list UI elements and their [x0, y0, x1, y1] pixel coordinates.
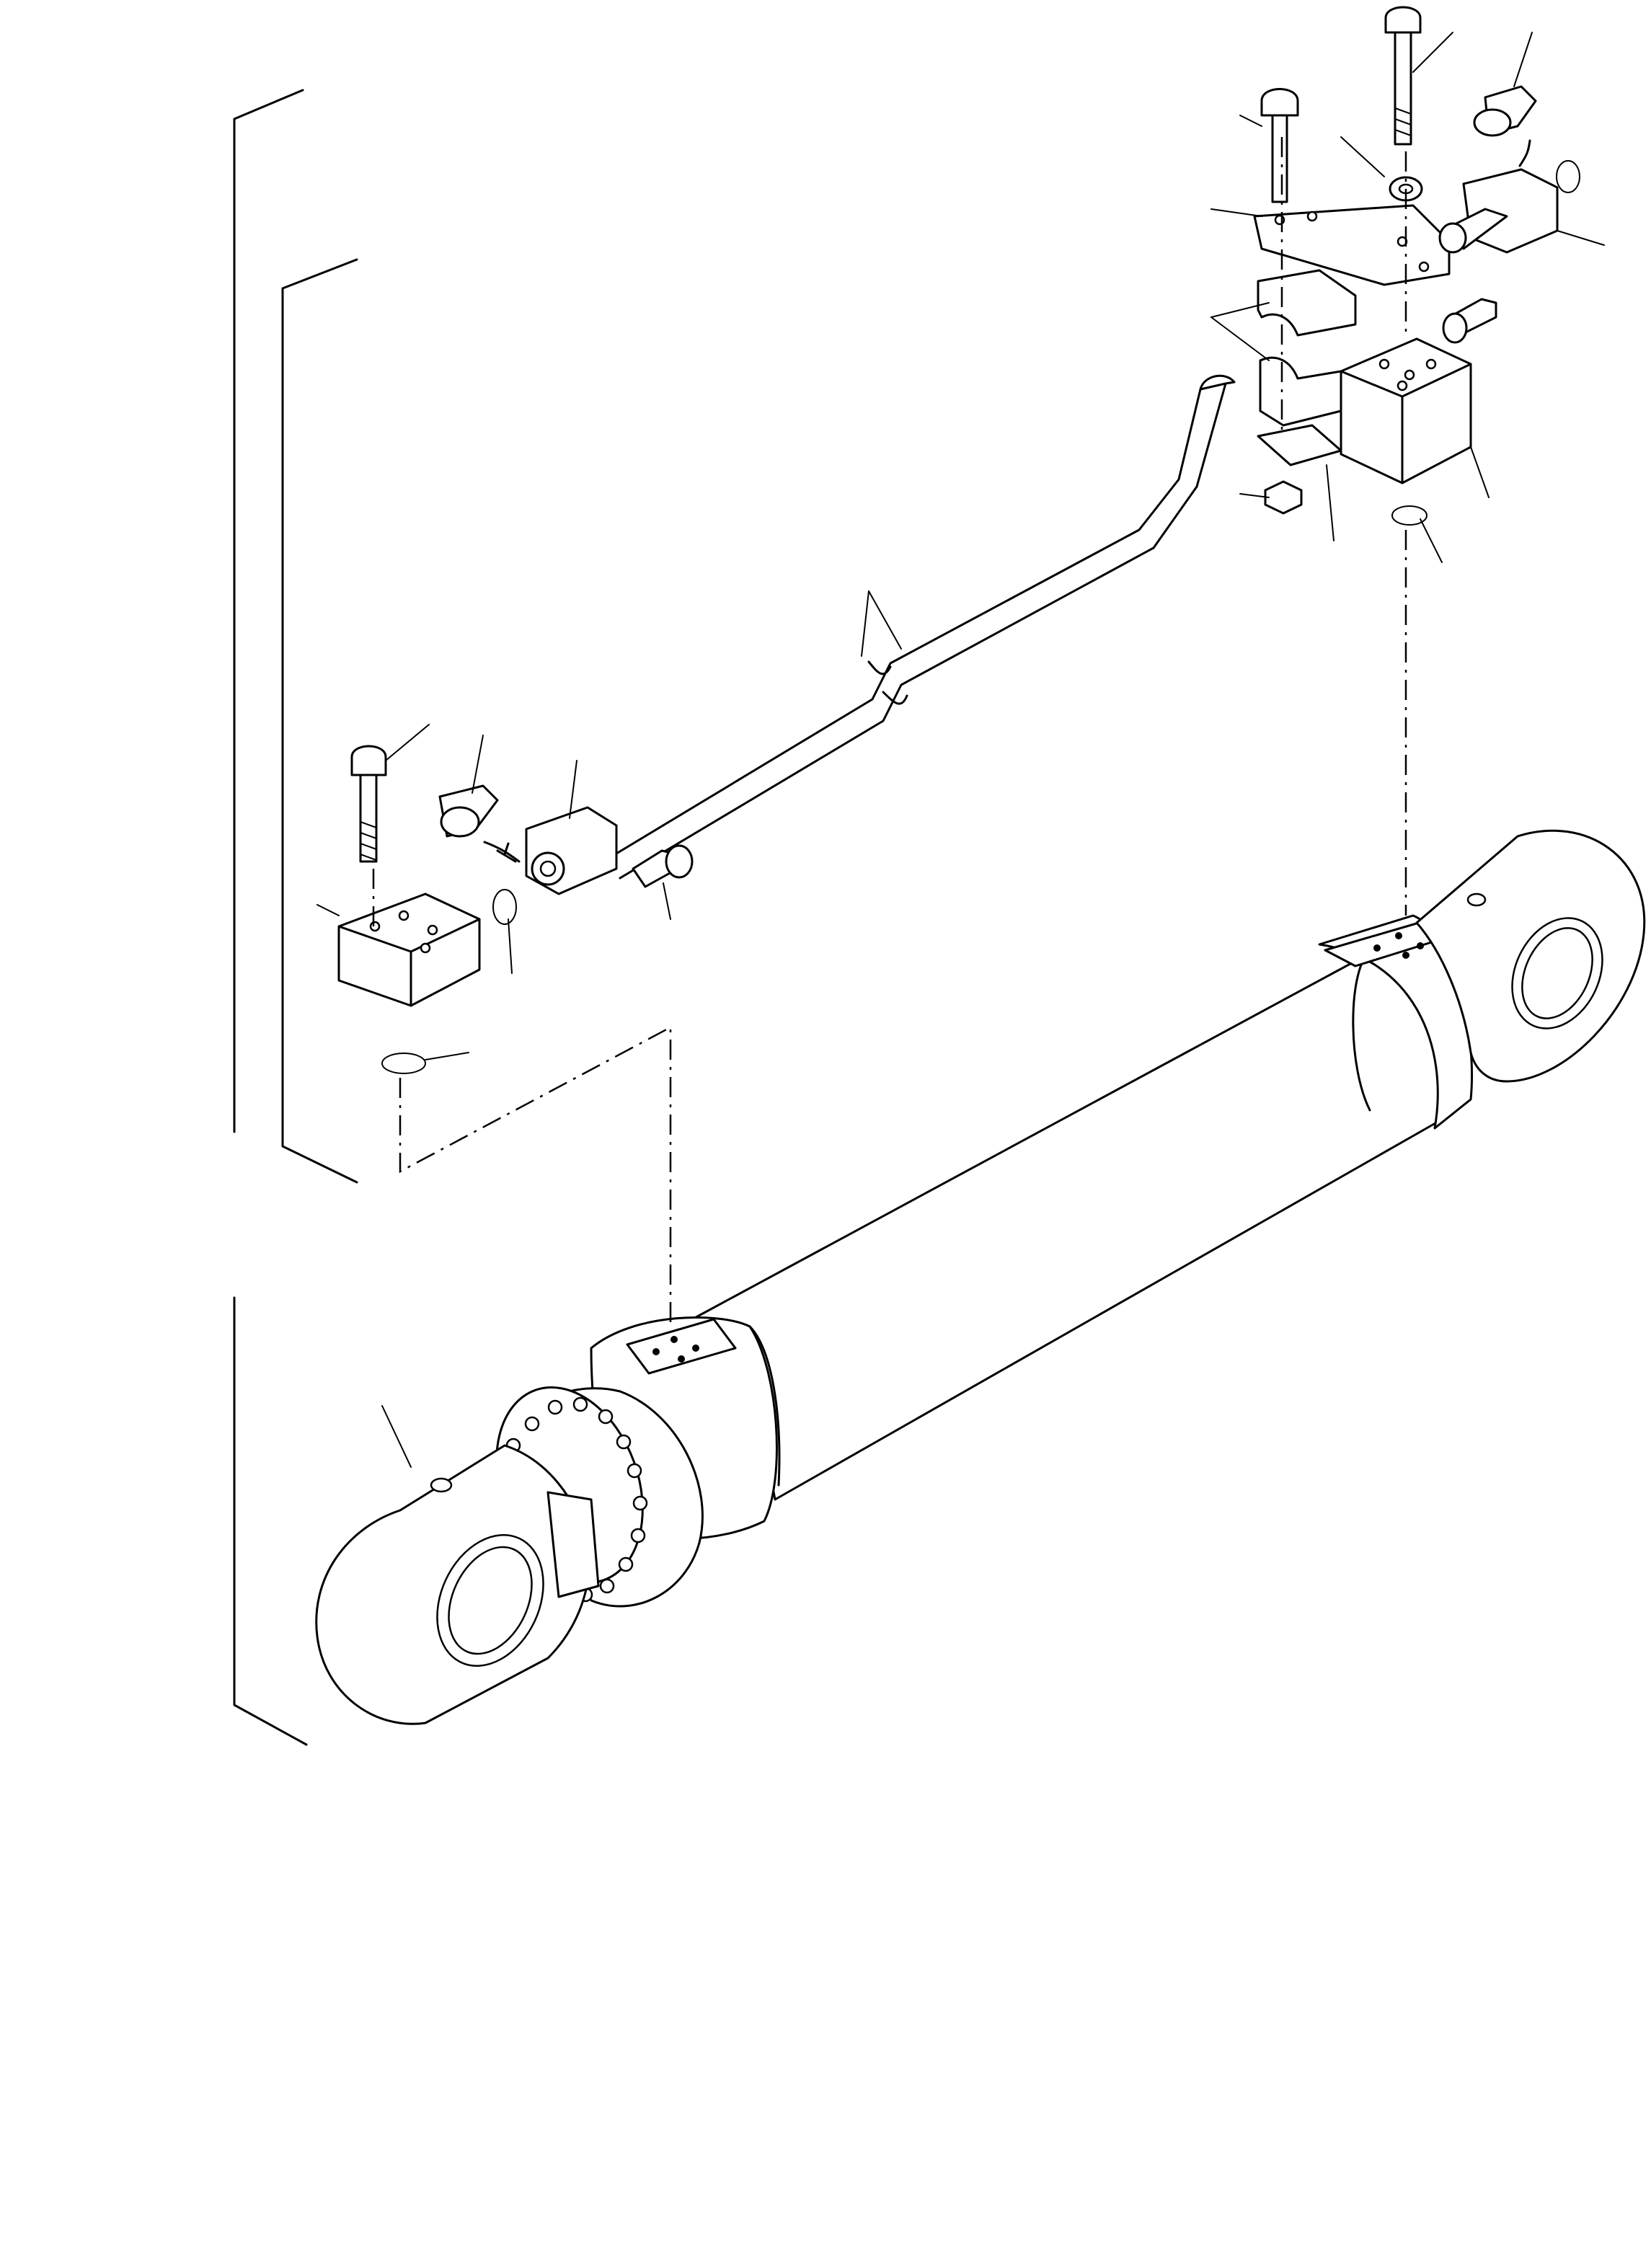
clamp-plate-top [1253, 204, 1451, 286]
bottom-eye [315, 1444, 600, 1725]
lower-left-oring-a [492, 889, 517, 925]
lower-left-flange-fitting [496, 806, 618, 895]
clamp-nut [1264, 480, 1303, 515]
lower-left-oring-b [381, 1053, 426, 1074]
long-socket-bolt [1384, 6, 1422, 146]
hydraulic-pipe [608, 374, 1236, 880]
lower-left-plug [438, 784, 499, 838]
assembly-centerlines [372, 137, 1407, 1326]
lower-left-screw [632, 844, 694, 888]
leader-lines [317, 32, 1605, 1468]
inner-group-bracket [281, 258, 358, 1184]
lower-left-block [337, 892, 481, 1007]
clamp-bolt [1260, 88, 1299, 203]
upper-right-block [1340, 337, 1472, 484]
lower-left-bolt [350, 745, 387, 863]
pipe-clamp-lower-half [1259, 356, 1342, 427]
upper-right-flange-fitting [1438, 168, 1559, 254]
flange-bolts [505, 1396, 648, 1603]
assembly-arrows [483, 139, 1531, 863]
rod-eye [1415, 829, 1646, 1083]
clamp-plate-bottom [1257, 424, 1342, 466]
outer-group-bracket [233, 89, 308, 1746]
pipe-clamp-upper-half [1257, 269, 1357, 337]
upper-right-oring-b [1391, 505, 1428, 526]
upper-right-plug [1473, 85, 1537, 137]
upper-right-screw [1442, 298, 1497, 344]
upper-right-oring-a [1556, 160, 1580, 193]
cylinder-tube [691, 954, 1447, 1501]
